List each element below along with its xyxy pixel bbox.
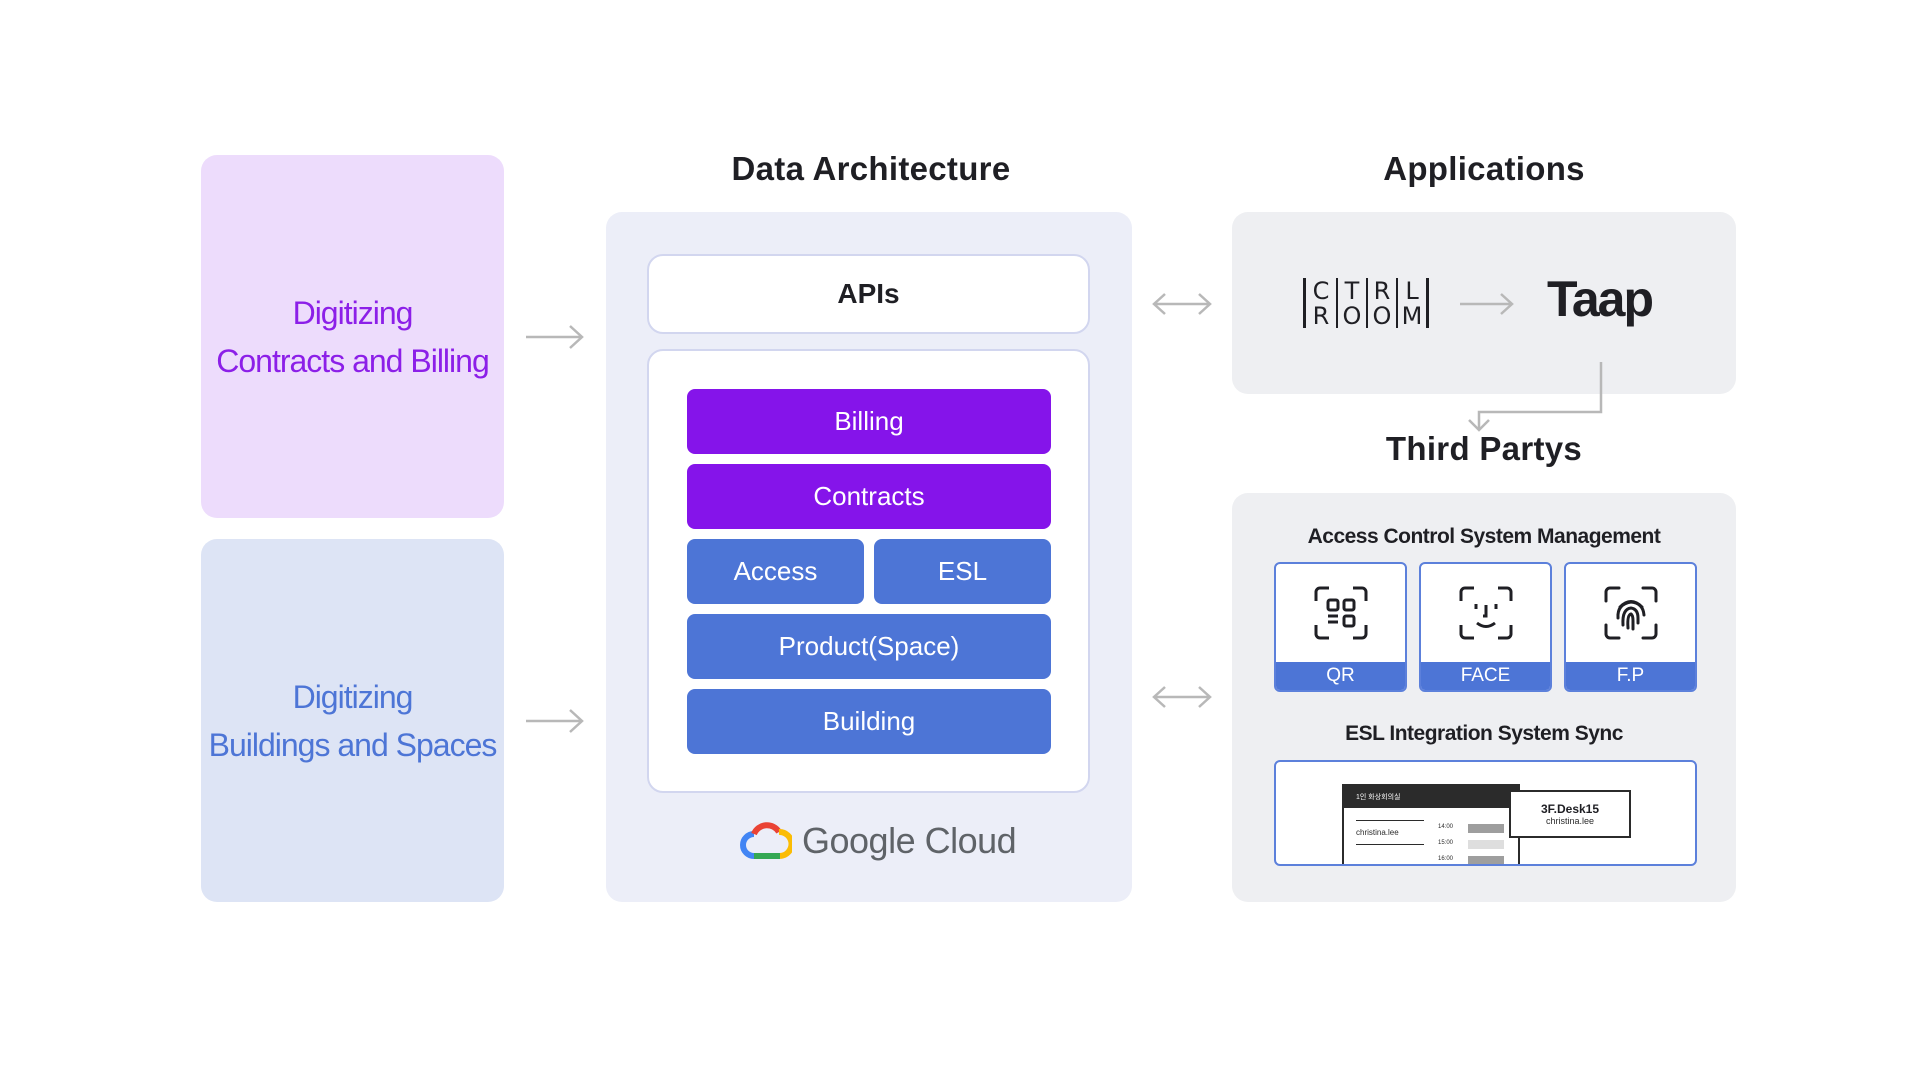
fingerprint-method-card: F.P (1564, 562, 1697, 692)
arrow-right-icon (524, 322, 586, 352)
access-control-title: Access Control System Management (1307, 525, 1661, 548)
layer-access: Access (687, 539, 864, 604)
card-contracts-line2: Contracts and Billing (216, 342, 489, 379)
face-id-icon (1459, 586, 1512, 640)
card-contracts-line1: Digitizing (292, 294, 414, 331)
face-label: FACE (1421, 662, 1550, 690)
ctrl-room-letter: T (1336, 277, 1366, 305)
ctrl-room-letter: L (1396, 277, 1426, 305)
esl-desk-tag: 3F.Desk15 christina.lee (1509, 790, 1631, 838)
layer-contracts: Contracts (687, 464, 1051, 529)
taap-logo: Taap (1547, 271, 1654, 327)
esl-divider (1356, 820, 1424, 821)
esl-desk-user: christina.lee (1545, 816, 1595, 826)
esl-screen: 1인 화상회의실 christina.lee 14:00 15:00 16:00 (1342, 784, 1520, 864)
esl-time-label: 15:00 (1438, 840, 1454, 846)
arrow-down-icon (1460, 360, 1610, 434)
esl-screen-header: 1인 화상회의실 (1344, 786, 1518, 808)
google-cloud-logo: Google Cloud (740, 820, 1017, 862)
applications-title: Applications (1383, 150, 1585, 187)
layer-esl: ESL (874, 539, 1051, 604)
card-buildings-line2: Buildings and Spaces (208, 726, 498, 763)
ctrl-room-letter: O (1366, 302, 1396, 330)
arrow-right-icon (1458, 289, 1516, 319)
arrow-right-icon (524, 706, 586, 736)
ctrl-room-logo: C T R L R O O M (1303, 276, 1429, 330)
ctrl-room-letter: O (1336, 302, 1366, 330)
esl-time-label: 14:00 (1438, 824, 1454, 830)
card-buildings-spaces: Digitizing Buildings and Spaces (201, 539, 504, 902)
esl-slot-bar (1468, 824, 1504, 833)
google-cloud-text: Google Cloud (802, 820, 1017, 861)
layer-product-space: Product(Space) (687, 614, 1051, 679)
qr-method-card: QR (1274, 562, 1407, 692)
ctrl-room-letter: R (1312, 301, 1330, 330)
esl-integration-title: ESL Integration System Sync (1345, 722, 1623, 745)
google-cloud-icon (740, 822, 792, 859)
ctrl-room-letter: R (1366, 277, 1396, 305)
layer-building: Building (687, 689, 1051, 754)
fingerprint-icon (1604, 586, 1657, 640)
apis-box: APIs (647, 254, 1090, 334)
data-architecture-title: Data Architecture (731, 150, 1011, 187)
esl-desk-label: 3F.Desk15 (1540, 802, 1600, 816)
qr-scan-icon (1314, 586, 1367, 640)
double-arrow-icon (1150, 682, 1214, 712)
double-arrow-icon (1150, 289, 1214, 319)
ctrl-room-letter: C (1312, 276, 1330, 305)
esl-user-text: christina.lee (1356, 828, 1399, 837)
esl-time-label: 16:00 (1438, 856, 1454, 862)
fingerprint-label: F.P (1566, 662, 1695, 690)
third-partys-title: Third Partys (1385, 430, 1583, 467)
esl-preview-box: 1인 화상회의실 christina.lee 14:00 15:00 16:00… (1274, 760, 1697, 866)
esl-slot-bar (1468, 840, 1504, 849)
esl-slot-bar (1468, 856, 1504, 864)
ctrl-room-letter: M (1396, 302, 1426, 330)
layer-billing: Billing (687, 389, 1051, 454)
esl-divider (1356, 844, 1424, 845)
qr-label: QR (1276, 662, 1405, 690)
face-method-card: FACE (1419, 562, 1552, 692)
card-buildings-line1: Digitizing (292, 678, 414, 715)
card-contracts-billing: Digitizing Contracts and Billing (201, 155, 504, 518)
